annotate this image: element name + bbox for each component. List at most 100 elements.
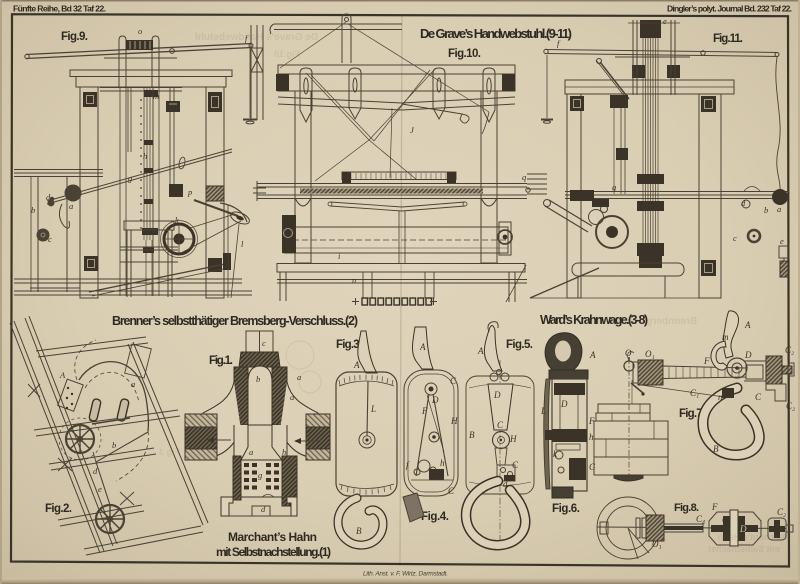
svg-text:Marchant’s Hahn: Marchant’s Hahn [718, 532, 790, 542]
svg-text:Fünfte Reihe, Bd 32 Taf 22.: Fünfte Reihe, Bd 32 Taf 22. [13, 4, 106, 14]
svg-text:Fig.5.: Fig.5. [506, 339, 533, 351]
svg-text:J: J [410, 125, 415, 135]
svg-text:mit Selbstnachst: mit Selbstnachst [708, 544, 780, 554]
svg-text:De Grave’s Handwebstuhl.(9-11): De Grave’s Handwebstuhl.(9-11) [420, 26, 572, 41]
svg-text:A: A [744, 320, 751, 330]
svg-text:O: O [625, 348, 632, 358]
svg-text:l: l [241, 239, 244, 249]
svg-text:Fig.9.: Fig.9. [61, 31, 88, 43]
svg-text:f: f [557, 38, 561, 48]
svg-text:c: c [262, 338, 266, 348]
svg-text:O₁: O₁ [652, 539, 662, 549]
svg-text:Fig.3.: Fig.3. [336, 339, 362, 351]
svg-text:b: b [31, 205, 35, 215]
svg-text:Fig.6.: Fig.6. [552, 503, 580, 515]
svg-text:n: n [718, 392, 723, 402]
svg-text:F: F [588, 416, 595, 426]
svg-text:k: k [175, 215, 179, 225]
svg-text:C: C [755, 392, 762, 402]
svg-text:H: H [509, 434, 517, 444]
svg-text:h: h [282, 447, 286, 457]
svg-text:A: A [353, 360, 360, 370]
svg-text:B: B [713, 444, 719, 454]
svg-text:Brenner’s selbstthätiger Brems: Brenner’s selbstthätiger Bremsberg-Versc… [112, 314, 358, 328]
svg-text:C₄: C₄ [696, 514, 705, 524]
svg-text:D: D [560, 399, 568, 409]
svg-text:h: h [143, 151, 147, 161]
svg-text:e: e [663, 16, 667, 26]
svg-text:B: B [469, 430, 475, 440]
svg-text:Dingler’s polyt. Journal Bd. 2: Dingler’s polyt. Journal Bd. 232 Taf 22. [667, 4, 792, 14]
svg-text:F: F [421, 406, 428, 416]
svg-text:c: c [733, 233, 737, 243]
svg-text:Fig.10.: Fig.10. [448, 48, 481, 60]
svg-text:a: a [69, 201, 73, 211]
svg-text:C₁: C₁ [690, 388, 699, 398]
svg-text:C₂: C₂ [785, 345, 794, 355]
svg-text:A: A [589, 350, 596, 360]
svg-text:C: C [450, 376, 457, 386]
svg-text:c: c [48, 234, 52, 244]
svg-text:D: D [493, 390, 501, 400]
svg-text:d: d [46, 192, 51, 202]
svg-text:D: D [739, 524, 747, 534]
svg-text:h: h [440, 458, 445, 468]
svg-text:a: a [290, 392, 294, 402]
svg-text:Fig.2.: Fig.2. [45, 503, 72, 515]
svg-text:b: b [112, 440, 116, 450]
svg-text:A: A [419, 342, 426, 352]
svg-text:F: F [703, 356, 710, 366]
svg-text:De Grave’s Handwebstuhl: De Grave’s Handwebstuhl [195, 32, 318, 43]
svg-text:h: h [589, 432, 594, 442]
svg-text:e: e [98, 484, 102, 494]
svg-text:g: g [612, 182, 616, 192]
svg-text:A: A [477, 346, 484, 356]
svg-text:m: m [153, 91, 159, 101]
svg-text:g: g [128, 173, 132, 183]
svg-text:d: d [741, 198, 746, 208]
svg-text:Brennberg’s Verschluss: Brennberg’s Verschluss [582, 316, 697, 327]
svg-text:Fig.8.: Fig.8. [674, 502, 699, 514]
svg-text:A: A [59, 370, 66, 380]
svg-text:D: D [744, 350, 752, 360]
svg-text:G: G [589, 462, 596, 472]
svg-text:C₂: C₂ [786, 401, 795, 411]
svg-text:f: f [245, 33, 249, 43]
svg-text:L: L [370, 404, 376, 414]
svg-text:C: C [448, 486, 455, 496]
svg-text:L: L [540, 406, 546, 416]
svg-text:C₂: C₂ [777, 507, 786, 517]
svg-text:a: a [131, 379, 135, 389]
svg-text:C: C [497, 420, 504, 430]
svg-text:i: i [338, 251, 341, 261]
svg-text:Fig.4.: Fig.4. [421, 511, 449, 523]
svg-text:O₁: O₁ [645, 349, 655, 359]
svg-text:a: a [297, 372, 301, 382]
svg-text:n: n [352, 275, 356, 285]
svg-text:f: f [406, 460, 410, 470]
svg-text:Ward’s Krahnwage.(3-8): Ward’s Krahnwage.(3-8) [540, 313, 648, 327]
svg-text:a: a [249, 447, 253, 457]
svg-text:e: e [780, 236, 784, 246]
svg-text:C: C [512, 460, 519, 470]
svg-text:F: F [711, 502, 718, 512]
svg-text:H: H [450, 416, 458, 426]
svg-text:k: k [553, 449, 558, 459]
svg-text:b: b [764, 205, 768, 215]
svg-text:d: d [261, 504, 266, 514]
svg-text:d: d [93, 466, 98, 476]
svg-text:mit Selbstnachstellung.(1): mit Selbstnachstellung.(1) [216, 545, 331, 559]
svg-text:o: o [138, 26, 142, 36]
svg-text:D: D [431, 395, 439, 405]
svg-text:a: a [777, 204, 781, 214]
svg-text:Lith. Anst. v. F. Wirtz, Darms: Lith. Anst. v. F. Wirtz, Darmstadt. [363, 571, 448, 578]
svg-text:Fig.11.: Fig.11. [713, 33, 743, 45]
svg-text:m: m [722, 332, 729, 342]
svg-text:b: b [256, 374, 260, 384]
svg-text:q: q [522, 172, 527, 182]
svg-text:Fig.10: Fig.10 [274, 49, 300, 59]
svg-text:C: C [722, 515, 729, 525]
svg-text:d: d [503, 479, 508, 489]
svg-text:p: p [187, 187, 192, 197]
svg-text:Marchant’s Hahn: Marchant’s Hahn [228, 530, 317, 544]
